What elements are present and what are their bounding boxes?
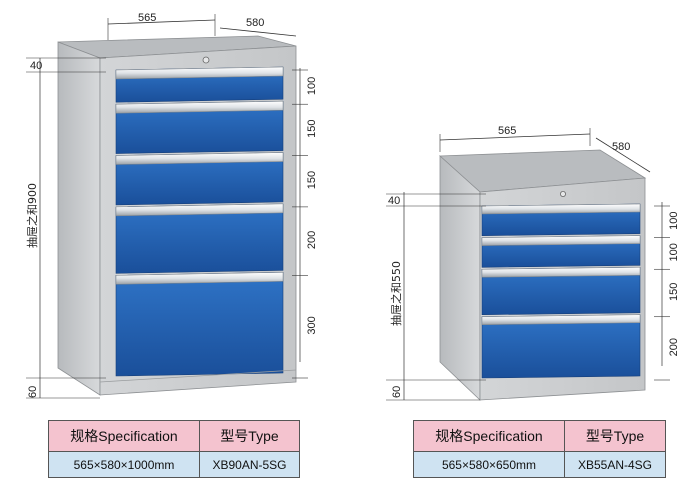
- drawer-handle[interactable]: [115, 272, 284, 285]
- spec-table-left: 规格Specification 型号Type 565×580×1000mm XB…: [48, 420, 300, 478]
- drawer-handle[interactable]: [115, 66, 284, 80]
- drawer[interactable]: [481, 203, 641, 236]
- model-header: 型号Type: [199, 420, 300, 452]
- drawer-handle[interactable]: [481, 203, 641, 215]
- drawer[interactable]: [115, 100, 284, 154]
- drawer-height-label: 150: [668, 283, 680, 301]
- drawer-height-label: 100: [306, 77, 318, 95]
- lock-icon: [202, 56, 210, 64]
- dimensions-right: 565 580 40 抽屉之和550 60 100 100 150 200: [386, 125, 680, 401]
- drawer-handle[interactable]: [481, 267, 641, 278]
- spec-table-right: 规格Specification 型号Type 565×580×650mm XB5…: [413, 420, 666, 478]
- right-drawer-dims: 100 100 150 200: [654, 205, 680, 381]
- model-value: XB90AN-5SG: [199, 451, 300, 478]
- right-depth-label: 580: [612, 141, 630, 153]
- model-value: XB55AN-4SG: [564, 451, 666, 478]
- cabinet-left: [57, 35, 297, 396]
- drawer-height-label: 200: [306, 231, 318, 249]
- cabinet-right: [438, 149, 647, 401]
- drawer[interactable]: [481, 266, 641, 316]
- drawer[interactable]: [115, 272, 284, 377]
- drawer-handle[interactable]: [115, 152, 284, 165]
- drawer-height-label: 200: [668, 338, 680, 356]
- left-bottom-gap-label: 60: [27, 386, 39, 398]
- drawer-handle[interactable]: [115, 203, 284, 217]
- spec-header: 规格Specification: [413, 420, 565, 452]
- drawer[interactable]: [481, 314, 641, 379]
- drawer-height-label: 100: [668, 243, 680, 261]
- right-drawer-total-label: 抽屉之和550: [389, 261, 403, 326]
- right-width-label: 565: [498, 125, 516, 137]
- left-width-label: 565: [138, 12, 156, 24]
- drawer-stack-right: [481, 203, 641, 379]
- dimensions-left: 565 580 40 抽屉之和900 60 100 150 150 200 300: [25, 12, 318, 399]
- cabinet-right-side: [439, 155, 481, 401]
- left-drawer-dims: 100 150 150 200 300: [292, 69, 318, 379]
- drawer-handle[interactable]: [115, 100, 284, 114]
- left-top-gap-label: 40: [30, 60, 42, 72]
- drawer-handle[interactable]: [481, 235, 641, 246]
- drawer-height-label: 300: [306, 316, 318, 334]
- drawer-height-label: 100: [668, 211, 680, 229]
- lock-icon: [560, 190, 567, 197]
- drawer-handle[interactable]: [481, 314, 641, 325]
- drawer[interactable]: [115, 152, 284, 206]
- right-top-gap-label: 40: [388, 195, 400, 207]
- spec-value: 565×580×650mm: [413, 451, 565, 478]
- spec-header: 规格Specification: [48, 420, 200, 452]
- model-header: 型号Type: [564, 420, 666, 452]
- right-bottom-gap-label: 60: [391, 386, 403, 398]
- drawer-front: [115, 272, 284, 377]
- drawer[interactable]: [115, 203, 284, 274]
- left-drawer-total-label: 抽屉之和900: [25, 183, 39, 248]
- drawer[interactable]: [115, 66, 284, 103]
- drawer[interactable]: [481, 235, 641, 268]
- drawer-height-label: 150: [306, 120, 318, 138]
- drawer-height-label: 150: [306, 171, 318, 189]
- drawer-stack-left: [115, 66, 284, 377]
- spec-value: 565×580×1000mm: [48, 451, 200, 478]
- left-depth-label: 580: [246, 17, 264, 29]
- cabinet-left-side: [57, 41, 101, 396]
